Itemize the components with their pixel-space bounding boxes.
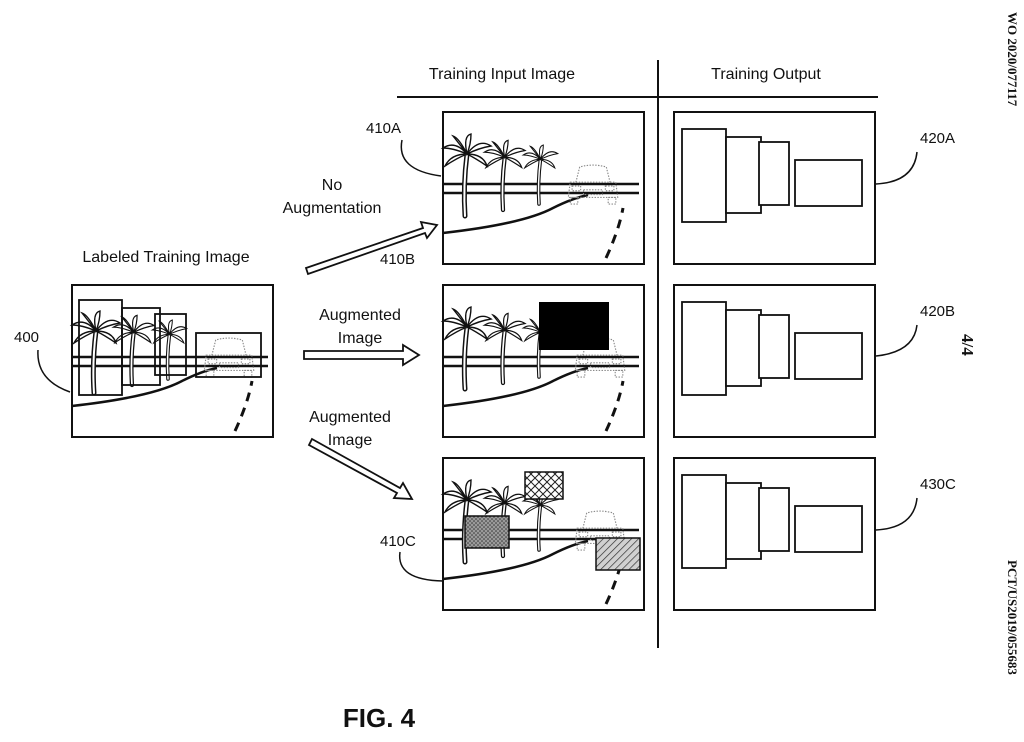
arrow-label-bot-2: Image — [328, 432, 373, 449]
ref-400: 400 — [14, 329, 39, 346]
page-number: 4/4 — [958, 334, 977, 356]
arrow-label-top-2: Augmentation — [283, 200, 382, 217]
ref-430c: 430C — [920, 476, 956, 493]
occlusion-block-dotted — [464, 515, 510, 549]
input-image-410c — [443, 457, 645, 611]
bounding-boxes — [78, 299, 262, 396]
leader-420b — [875, 324, 918, 357]
leader-400 — [37, 349, 71, 393]
ref-410a: 410A — [366, 120, 401, 137]
output-420a — [673, 111, 876, 265]
labeled-training-image — [72, 284, 274, 438]
application-number: PCT/US2019/055683 — [1005, 560, 1020, 675]
arrow-augmented-bot — [307, 437, 414, 500]
arrow-label-mid-1: Augmented — [319, 307, 401, 324]
arrow-augmented-mid — [303, 343, 421, 367]
output-430c — [673, 457, 876, 611]
occlusion-block-crosshatch — [524, 471, 564, 500]
output-420b — [673, 284, 876, 438]
leader-410c — [398, 551, 444, 582]
training-output-header: Training Output — [711, 66, 821, 83]
occlusion-block-black — [539, 302, 609, 350]
figure-caption: FIG. 4 — [343, 703, 416, 733]
input-image-410a — [443, 111, 645, 265]
ref-420a: 420A — [920, 130, 955, 147]
leader-410a — [400, 139, 442, 177]
leader-430c — [875, 497, 918, 531]
arrow-no-augmentation — [304, 220, 439, 276]
occlusion-block-hatched — [595, 537, 641, 571]
ref-410b: 410B — [380, 251, 415, 268]
ref-410c: 410C — [380, 533, 416, 550]
input-image-410b — [443, 284, 645, 438]
leader-420a — [875, 151, 918, 185]
arrow-label-top-1: No — [322, 177, 343, 194]
ref-420b: 420B — [920, 303, 955, 320]
arrow-label-bot-1: Augmented — [309, 409, 391, 426]
arrow-label-mid-2: Image — [338, 330, 383, 347]
labeled-image-title: Labeled Training Image — [82, 249, 249, 266]
publication-number: WO 2020/077117 — [1005, 12, 1020, 107]
training-input-header: Training Input Image — [429, 66, 575, 83]
